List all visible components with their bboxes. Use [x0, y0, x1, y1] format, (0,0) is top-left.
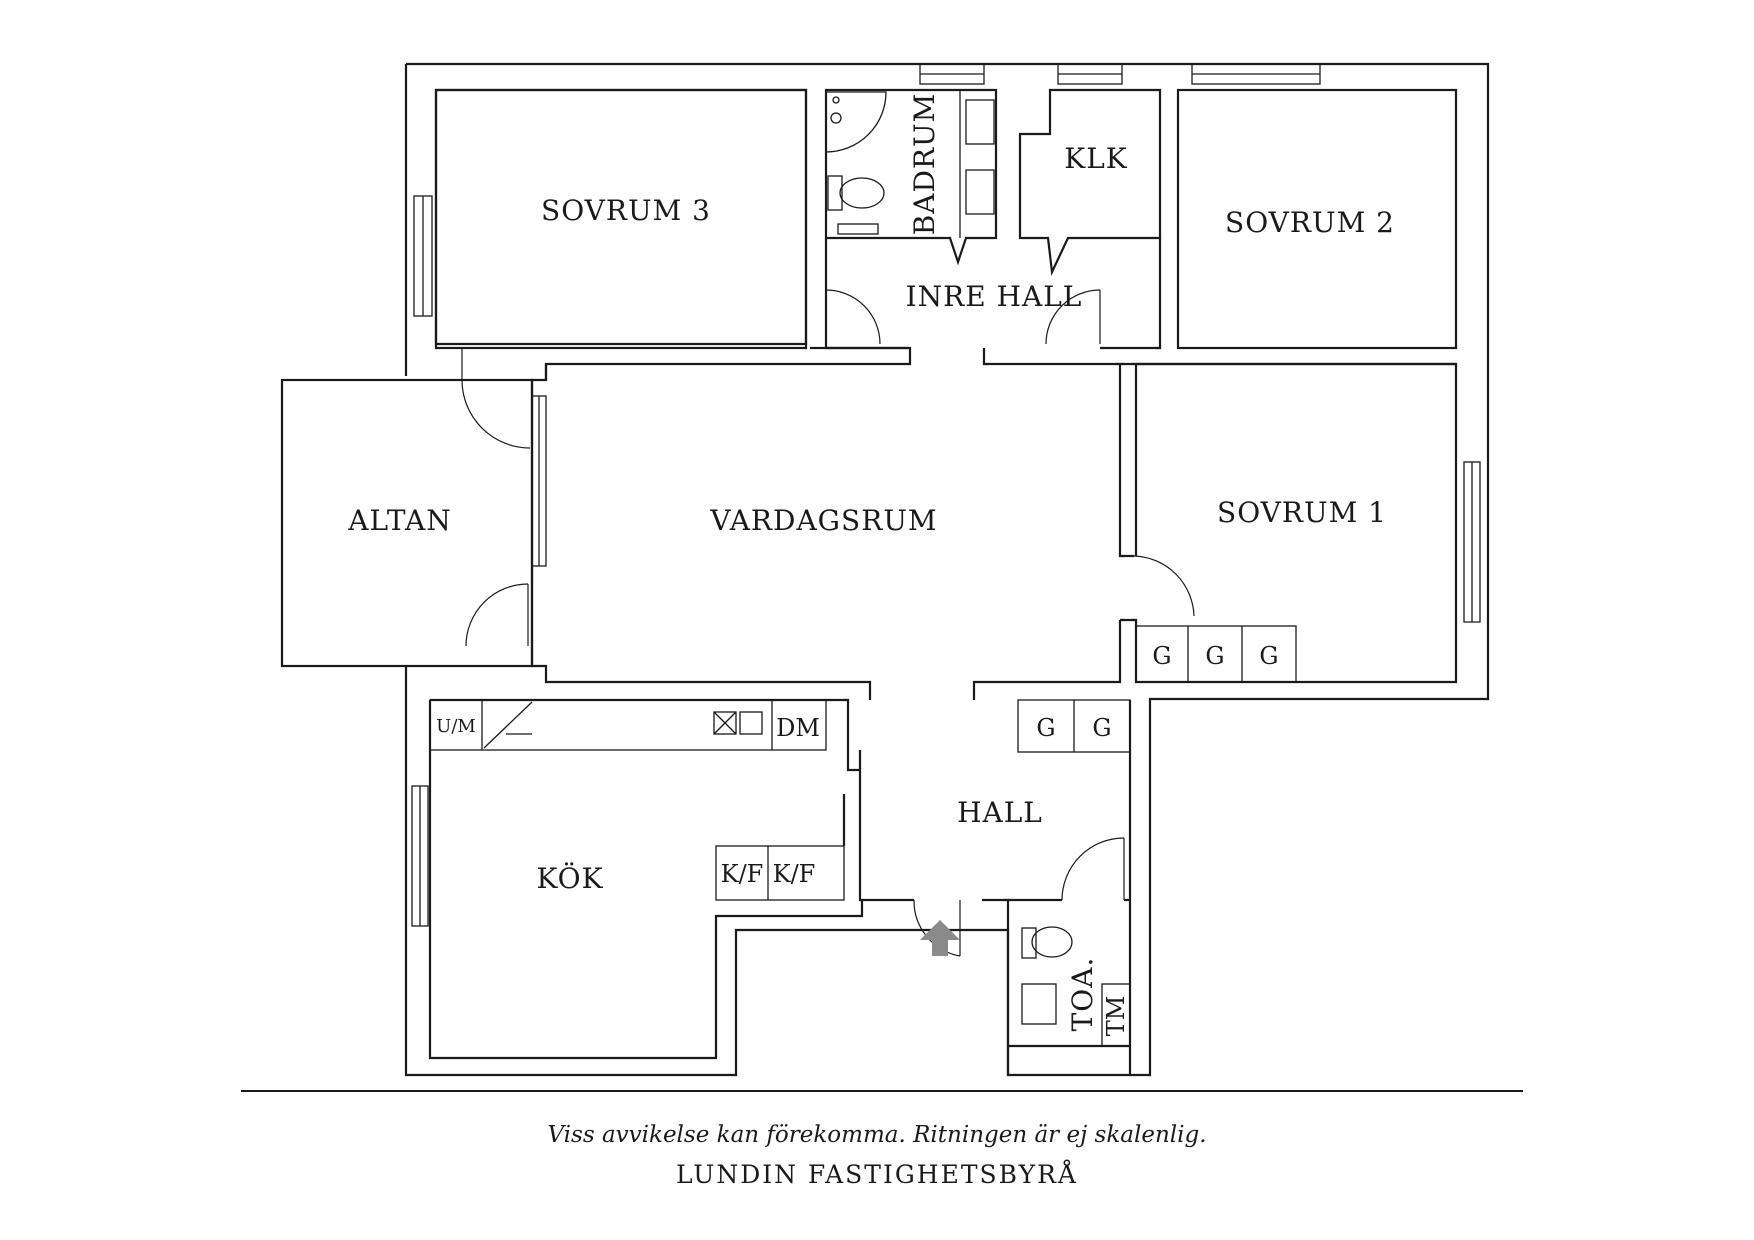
toilet-fixtures	[1021, 926, 1073, 1025]
kitchen-fixtures	[483, 701, 763, 749]
bathroom-fixtures	[825, 91, 997, 238]
label-toa: TOA.	[1066, 957, 1099, 1032]
label-kok: KÖK	[536, 861, 603, 895]
label-vardagsrum: VARDAGSRUM	[709, 504, 937, 537]
label-kf-2: K/F	[773, 860, 816, 888]
label-badrum: BADRUM	[908, 93, 941, 236]
entrance-arrow-icon	[920, 920, 960, 956]
disclaimer-text: Viss avvikelse kan förekomma. Ritningen …	[547, 1122, 1207, 1148]
label-kf-1: K/F	[721, 860, 764, 888]
label-klk: KLK	[1064, 142, 1128, 175]
label-sovrum3: SOVRUM 3	[541, 194, 711, 227]
label-inre-hall: INRE HALL	[906, 280, 1083, 313]
brand-name: LUNDIN FASTIGHETSBYRÅ	[676, 1160, 1078, 1189]
middle-walls	[280, 362, 1458, 700]
label-altan: ALTAN	[347, 504, 451, 537]
label-dm: DM	[776, 714, 820, 742]
label-tm: TM	[1102, 996, 1130, 1037]
doors	[461, 237, 1195, 957]
label-um: U/M	[436, 716, 476, 737]
label-wardrobe-hall-2: G	[1092, 714, 1111, 742]
windows	[411, 63, 1481, 927]
label-wardrobe-s1-2: G	[1205, 642, 1224, 670]
label-sovrum1: SOVRUM 1	[1217, 496, 1387, 529]
label-wardrobe-s1-3: G	[1259, 642, 1278, 670]
footer-divider	[241, 1090, 1523, 1092]
label-hall: HALL	[957, 796, 1043, 829]
label-wardrobe-s1-1: G	[1152, 642, 1171, 670]
label-wardrobe-hall-1: G	[1036, 714, 1055, 742]
label-sovrum2: SOVRUM 2	[1225, 206, 1395, 239]
bottom-walls	[428, 698, 1132, 1075]
